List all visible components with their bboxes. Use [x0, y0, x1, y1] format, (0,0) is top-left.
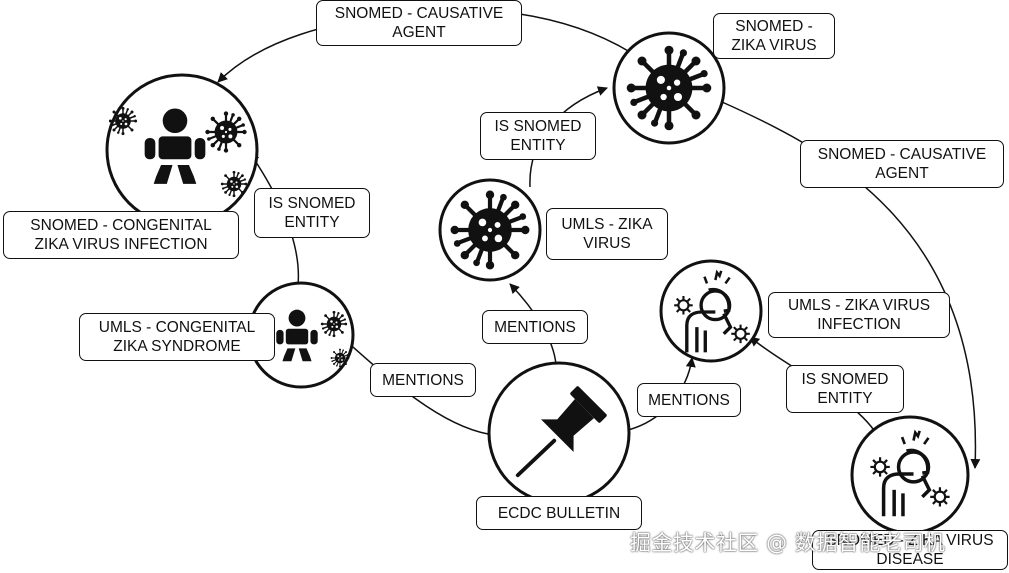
node-label-umls-congenital: UMLS - CONGENITAL ZIKA SYNDROME: [79, 313, 275, 361]
node-label-snomed-zika-disease: SNOMED - ZIKA VIRUS DISEASE: [812, 530, 1008, 570]
edge-causative-agent-right: [721, 101, 981, 469]
edge-mentions-to-umls-congenital: [343, 338, 489, 435]
virus-icon: [108, 106, 138, 136]
virus-icon: [627, 46, 712, 131]
node-label-umls-zika-virus: UMLS - ZIKA VIRUS: [546, 208, 668, 260]
virus-icon: [204, 110, 248, 154]
node-label-snomed-congenital: SNOMED - CONGENITAL ZIKA VIRUS INFECTION: [3, 211, 239, 259]
node-label-ecdc-bulletin: ECDC BULLETIN: [476, 496, 642, 530]
edge-label-causative-agent-top: SNOMED - CAUSATIVE AGENT: [316, 0, 522, 46]
edge-label-is-snomed-entity-middle: IS SNOMED ENTITY: [480, 112, 596, 160]
edge-label-mentions-middle: MENTIONS: [482, 310, 588, 344]
virus-icon: [451, 191, 530, 270]
watermark: 掘金技术社区 @ 数据智能老司机: [630, 531, 946, 555]
virus-icon: [220, 170, 248, 198]
node-label-snomed-zika-virus: SNOMED - ZIKA VIRUS: [713, 13, 835, 59]
node-label-umls-zika-infection: UMLS - ZIKA VIRUS INFECTION: [768, 292, 950, 338]
edge-label-is-snomed-entity-left: IS SNOMED ENTITY: [254, 188, 370, 238]
edge-label-mentions-left: MENTIONS: [370, 363, 476, 397]
virus-icon: [330, 348, 350, 368]
edge-label-is-snomed-entity-right: IS SNOMED ENTITY: [786, 365, 904, 413]
virus-icon: [320, 310, 348, 338]
edge-label-mentions-right: MENTIONS: [637, 383, 741, 417]
edge-label-causative-agent-right: SNOMED - CAUSATIVE AGENT: [800, 140, 1004, 188]
